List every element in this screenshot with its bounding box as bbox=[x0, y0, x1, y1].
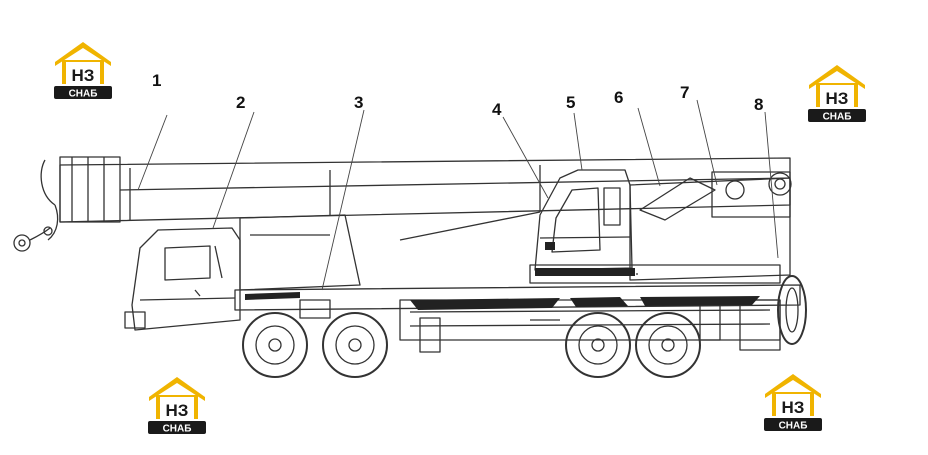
spare-wheel bbox=[777, 275, 807, 345]
leader-line bbox=[137, 114, 168, 191]
callout-3: 3 bbox=[354, 93, 363, 112]
logo-caption: СНАБ bbox=[779, 421, 808, 432]
nz-snab-logo: НЗ СНАБ bbox=[146, 375, 208, 435]
leader-line bbox=[502, 116, 549, 199]
callout-5: 5 bbox=[566, 93, 575, 112]
logo-caption: СНАБ bbox=[69, 89, 98, 100]
callout-1: 1 bbox=[152, 71, 161, 90]
callout-7: 7 bbox=[680, 83, 689, 102]
leader-lines bbox=[137, 99, 779, 291]
callout-2: 2 bbox=[236, 93, 245, 112]
logo-mark: НЗ bbox=[72, 66, 95, 85]
superstructure bbox=[529, 171, 792, 284]
callout-numbers: 1 2 3 4 5 6 7 8 bbox=[152, 71, 763, 119]
wheels bbox=[242, 275, 807, 378]
logo-mark: НЗ bbox=[782, 398, 805, 417]
wheel bbox=[635, 312, 701, 378]
leader-line bbox=[637, 107, 661, 187]
nz-snab-logo: НЗ СНАБ bbox=[52, 40, 114, 100]
callout-6: 6 bbox=[614, 88, 623, 107]
wheel bbox=[565, 312, 631, 378]
dark-details bbox=[245, 242, 760, 310]
leader-line bbox=[573, 112, 583, 171]
logo-caption: СНАБ bbox=[163, 424, 192, 435]
nz-snab-logo: НЗ СНАБ bbox=[806, 63, 868, 123]
wheel bbox=[322, 312, 388, 378]
leader-line bbox=[764, 111, 779, 259]
leader-line bbox=[696, 99, 718, 186]
telescopic-boom bbox=[13, 156, 791, 252]
callout-4: 4 bbox=[492, 100, 502, 119]
logo-mark: НЗ bbox=[826, 89, 849, 108]
leader-line bbox=[212, 111, 255, 229]
driver-cab bbox=[124, 227, 241, 331]
logo-caption: СНАБ bbox=[823, 112, 852, 123]
wheel bbox=[242, 312, 308, 378]
logo-mark: НЗ bbox=[166, 401, 189, 420]
leader-line bbox=[321, 109, 365, 291]
operator-cab bbox=[534, 169, 633, 271]
callout-8: 8 bbox=[754, 95, 763, 114]
nz-snab-logo: НЗ СНАБ bbox=[762, 372, 824, 432]
